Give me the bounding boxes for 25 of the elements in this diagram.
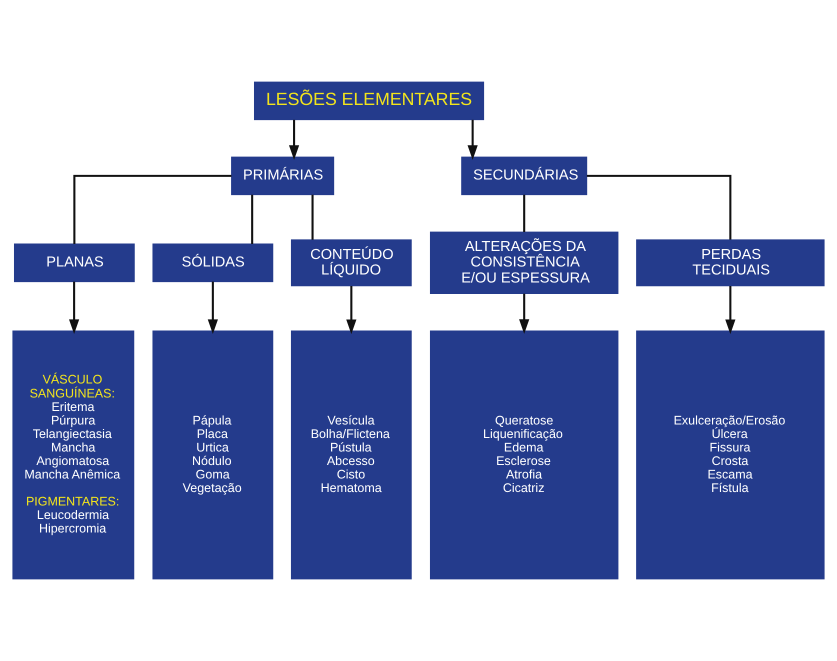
node-box: CONTEÚDO LÍQUIDO (290, 239, 412, 286)
connector (523, 194, 526, 232)
connector (251, 194, 254, 244)
arrow (69, 282, 80, 334)
node-box: Vesícula Bolha/Flictena Pústula Abcesso Cisto Hematoma (290, 330, 412, 580)
arrow (288, 120, 300, 160)
node-box: PLANAS (14, 244, 135, 282)
node-box: SECUNDÁRIAS (461, 156, 588, 196)
arrow (346, 286, 356, 334)
connector (73, 174, 232, 244)
node-box: Exulceração/Erosão Úlcera Fissura Crosta Escama Fístula (636, 330, 825, 580)
node-box: Queratose Liquenificação Edema Esclerose Atrofia Cicatriz (430, 330, 618, 580)
node-box: SÓLIDAS (152, 244, 274, 282)
arrow (468, 120, 478, 160)
node-box: PERDAS TECIDUAIS (636, 239, 825, 286)
node-box: PRIMÁRIAS (231, 156, 334, 196)
node-box: ALTERAÇÕES DA CONSISTÊNCIA E/OU ESPESSURA (430, 232, 618, 294)
arrow (725, 286, 736, 334)
connector (312, 194, 314, 240)
node-box: LESÕES ELEMENTARES (254, 82, 484, 120)
arrow (208, 282, 218, 334)
connector (586, 174, 732, 240)
arrow (519, 294, 530, 334)
node-box: Pápula Placa Urtica Nódulo Goma Vegetação (152, 330, 274, 580)
node-box: VÁSCULO SANGUÍNEAS: Eritema Púrpura Telangiectasia Mancha Angiomatosa Mancha Anêmica PIGMENTARES: Leucodermia Hipercromia (12, 330, 134, 580)
